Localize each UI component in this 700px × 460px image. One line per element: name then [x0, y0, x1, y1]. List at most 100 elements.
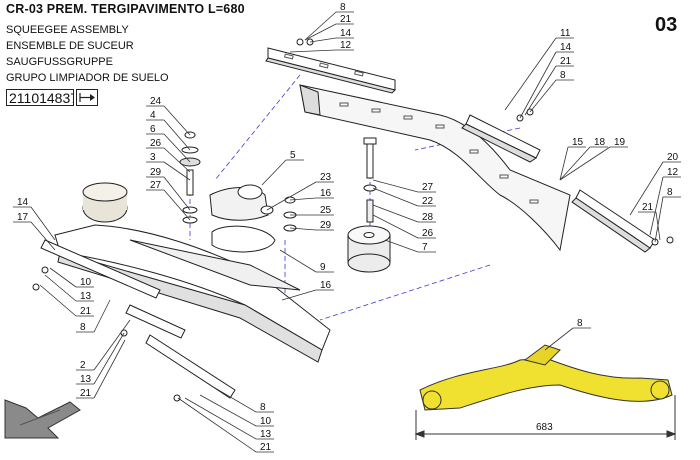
- motor-body: [82, 182, 128, 223]
- callout-leader: [39, 284, 77, 317]
- callout-label-18: 18: [594, 137, 606, 148]
- callout-leader: [199, 394, 257, 427]
- dimension-line: [414, 395, 677, 440]
- callout-leader: [559, 146, 591, 181]
- callout-label-15: 15: [572, 137, 584, 148]
- callout-label-8: 8: [667, 187, 673, 198]
- callout-label-20: 20: [667, 152, 679, 163]
- callout-leader: [163, 189, 191, 221]
- callout-leader: [304, 11, 337, 41]
- callout-label-24: 24: [150, 96, 162, 107]
- callout-leader: [163, 161, 191, 181]
- callout-label-26: 26: [422, 228, 434, 239]
- callout-leader: [304, 23, 337, 41]
- callout-leader: [49, 267, 77, 288]
- callout-label-21: 21: [80, 306, 92, 317]
- callout-label-21: 21: [560, 56, 572, 67]
- suction-housing: [209, 184, 276, 253]
- callout-label-7: 7: [422, 242, 428, 253]
- callout-label-14: 14: [340, 28, 352, 39]
- callout-leader: [93, 319, 131, 371]
- callout-leader: [504, 37, 557, 111]
- callout-label-16: 16: [320, 188, 332, 199]
- callout-leader: [289, 197, 317, 201]
- callout-label-13: 13: [80, 291, 92, 302]
- callout-leader: [289, 49, 337, 53]
- callout-leader: [184, 397, 257, 440]
- callout-label-10: 10: [80, 277, 92, 288]
- callout-leader: [519, 51, 557, 119]
- callout-label-22: 22: [422, 196, 434, 207]
- callout-label-5: 5: [290, 150, 296, 161]
- callout-label-11: 11: [560, 28, 571, 39]
- callout-label-8: 8: [560, 70, 566, 81]
- callout-leader: [649, 176, 664, 236]
- callout-leader: [30, 206, 56, 241]
- callout-leader: [30, 221, 56, 251]
- callout-label-17: 17: [17, 212, 29, 223]
- callout-label-19: 19: [614, 137, 626, 148]
- callout-leader: [163, 147, 191, 173]
- callout-label-6: 6: [150, 124, 156, 135]
- squeegee-frame: [54, 224, 331, 363]
- upper-rail: [265, 47, 396, 94]
- callout-leader: [93, 299, 111, 333]
- page-number: 03: [655, 14, 678, 36]
- callout-leader: [163, 176, 191, 211]
- callout-leader: [372, 187, 419, 207]
- title-french: ENSEMBLE DE SUCEUR: [6, 40, 134, 52]
- callout-leader: [524, 65, 557, 116]
- callout-leader: [279, 249, 317, 273]
- callout-label-8: 8: [260, 402, 266, 413]
- part-code-arrow-icon: [76, 89, 98, 106]
- callout-label-23: 23: [320, 172, 332, 183]
- callout-leader: [654, 196, 664, 243]
- axle-bolt: [363, 137, 377, 223]
- assembled-frame-highlight: [419, 344, 673, 411]
- callout-leader: [261, 159, 287, 186]
- side-rail-right-top: [461, 114, 541, 163]
- callout-leader: [163, 133, 191, 163]
- callout-leader: [93, 332, 125, 385]
- callout-label-12: 12: [667, 167, 679, 178]
- callout-labels: 8211412111421824462632927523162529272228…: [17, 2, 679, 453]
- callout-leader: [266, 181, 317, 211]
- callout-leaders: [13, 11, 681, 453]
- callout-leader: [655, 211, 661, 241]
- callout-label-29: 29: [320, 220, 332, 231]
- title-english: SQUEEGEE ASSEMBLY: [6, 24, 129, 36]
- callout-leader: [289, 227, 317, 231]
- title-german: SAUGFUSSGRUPPE: [6, 56, 113, 68]
- screws: [32, 38, 674, 402]
- callout-leader: [384, 239, 419, 253]
- assembly-title: CR-03 PREM. TERGIPAVIMENTO L=680: [6, 2, 245, 16]
- callout-leader: [372, 214, 419, 239]
- callout-leader: [163, 119, 191, 151]
- title-spanish: GRUPO LIMPIADOR DE SUELO: [6, 72, 169, 84]
- callout-label-26: 26: [150, 138, 162, 149]
- callout-leader: [559, 146, 569, 181]
- callout-label-8: 8: [577, 318, 583, 329]
- callout-leader: [372, 179, 419, 193]
- callout-leader: [544, 327, 574, 351]
- callout-label-9: 9: [320, 262, 326, 273]
- callout-label-8: 8: [80, 322, 86, 333]
- callout-label-4: 4: [150, 110, 156, 121]
- callout-label-27: 27: [422, 182, 434, 193]
- callout-label-21: 21: [642, 202, 654, 213]
- callout-leader: [309, 37, 337, 43]
- callout-label-12: 12: [340, 40, 352, 51]
- direction-arrow-icon: [4, 399, 81, 439]
- callout-label-27: 27: [150, 180, 162, 191]
- callout-leader: [93, 339, 126, 399]
- callout-label-28: 28: [422, 212, 434, 223]
- callout-label-25: 25: [320, 205, 332, 216]
- callout-leader: [629, 161, 664, 216]
- callout-label-21: 21: [260, 442, 272, 453]
- callout-label-29: 29: [150, 167, 162, 178]
- callout-label-21: 21: [340, 14, 352, 25]
- callout-leader: [163, 105, 191, 136]
- side-rail-right-bottom: [571, 189, 656, 253]
